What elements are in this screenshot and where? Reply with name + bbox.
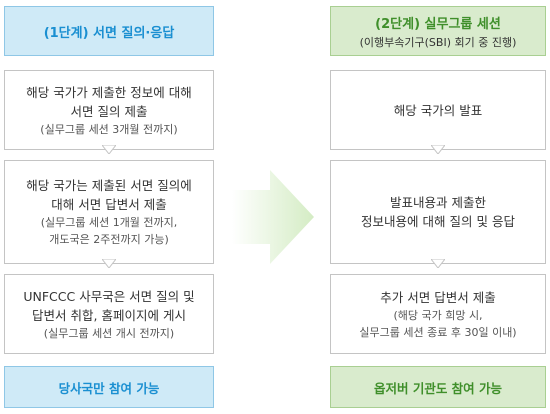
stage2-subtitle: (이행부속기구(SBI) 회기 중 진행) [359, 35, 517, 49]
chevron-down-icon [102, 145, 116, 154]
stage2-step-3: 추가 서면 답변서 제출 (해당 국가 희망 시, 실무그룹 세션 종료 후 3… [330, 274, 546, 354]
step-note: (해당 국가 희망 시, [393, 308, 483, 322]
chevron-down-icon [102, 259, 116, 268]
stage2-step-1: 해당 국가의 발표 [330, 70, 546, 150]
stage2-footer: 옵저버 기관도 참여 가능 [330, 366, 546, 408]
step-note: 개도국은 2주전까지 가능) [49, 233, 169, 246]
stage1-title: (1단계) 서면 질의·응답 [43, 25, 175, 41]
chevron-down-icon [431, 259, 445, 268]
arrow-right-icon [232, 170, 314, 264]
step-text: 해당 국가가 제출한 정보에 대해 [26, 84, 192, 100]
step-text: UNFCCC 사무국은 서면 질의 및 [23, 288, 195, 304]
step-text: 해당 국가는 제출된 서면 질의에 [26, 178, 192, 193]
step-note: 실무그룹 세션 종료 후 30일 이내) [359, 325, 517, 339]
step-note: (실무그룹 세션 개시 전까지) [43, 326, 175, 340]
step-text: 대해 서면 답변서 제출 [51, 197, 167, 212]
step-text: 답변서 취합, 홈페이지에 게시 [32, 307, 186, 323]
stage1-header: (1단계) 서면 질의·응답 [4, 6, 214, 56]
stage1-step-2: 해당 국가는 제출된 서면 질의에 대해 서면 답변서 제출 (실무그룹 세션 … [4, 160, 214, 264]
step-text: 해당 국가의 발표 [393, 102, 483, 118]
step-note: (실무그룹 세션 1개월 전까지, [40, 216, 178, 229]
stage2-header: (2단계) 실무그룹 세션 (이행부속기구(SBI) 회기 중 진행) [330, 6, 546, 56]
stage2-step-2: 발표내용과 제출한 정보내용에 대해 질의 및 응답 [330, 160, 546, 264]
step-note: (실무그룹 세션 3개월 전까지) [40, 122, 178, 136]
stage1-footer: 당사국만 참여 가능 [4, 366, 214, 408]
chevron-down-icon [431, 145, 445, 154]
step-text: 서면 질의 제출 [70, 103, 148, 119]
step-text: 정보내용에 대해 질의 및 응답 [361, 214, 515, 229]
step-text: 추가 서면 답변서 제출 [380, 289, 496, 305]
step-text: 발표내용과 제출한 [390, 195, 486, 210]
stage1-footer-text: 당사국만 참여 가능 [58, 380, 160, 396]
stage2-footer-text: 옵저버 기관도 참여 가능 [373, 380, 503, 396]
stage2-title: (2단계) 실무그룹 세션 [375, 16, 501, 32]
stage1-step-1: 해당 국가가 제출한 정보에 대해 서면 질의 제출 (실무그룹 세션 3개월 … [4, 70, 214, 150]
stage1-step-3: UNFCCC 사무국은 서면 질의 및 답변서 취합, 홈페이지에 게시 (실무… [4, 274, 214, 354]
